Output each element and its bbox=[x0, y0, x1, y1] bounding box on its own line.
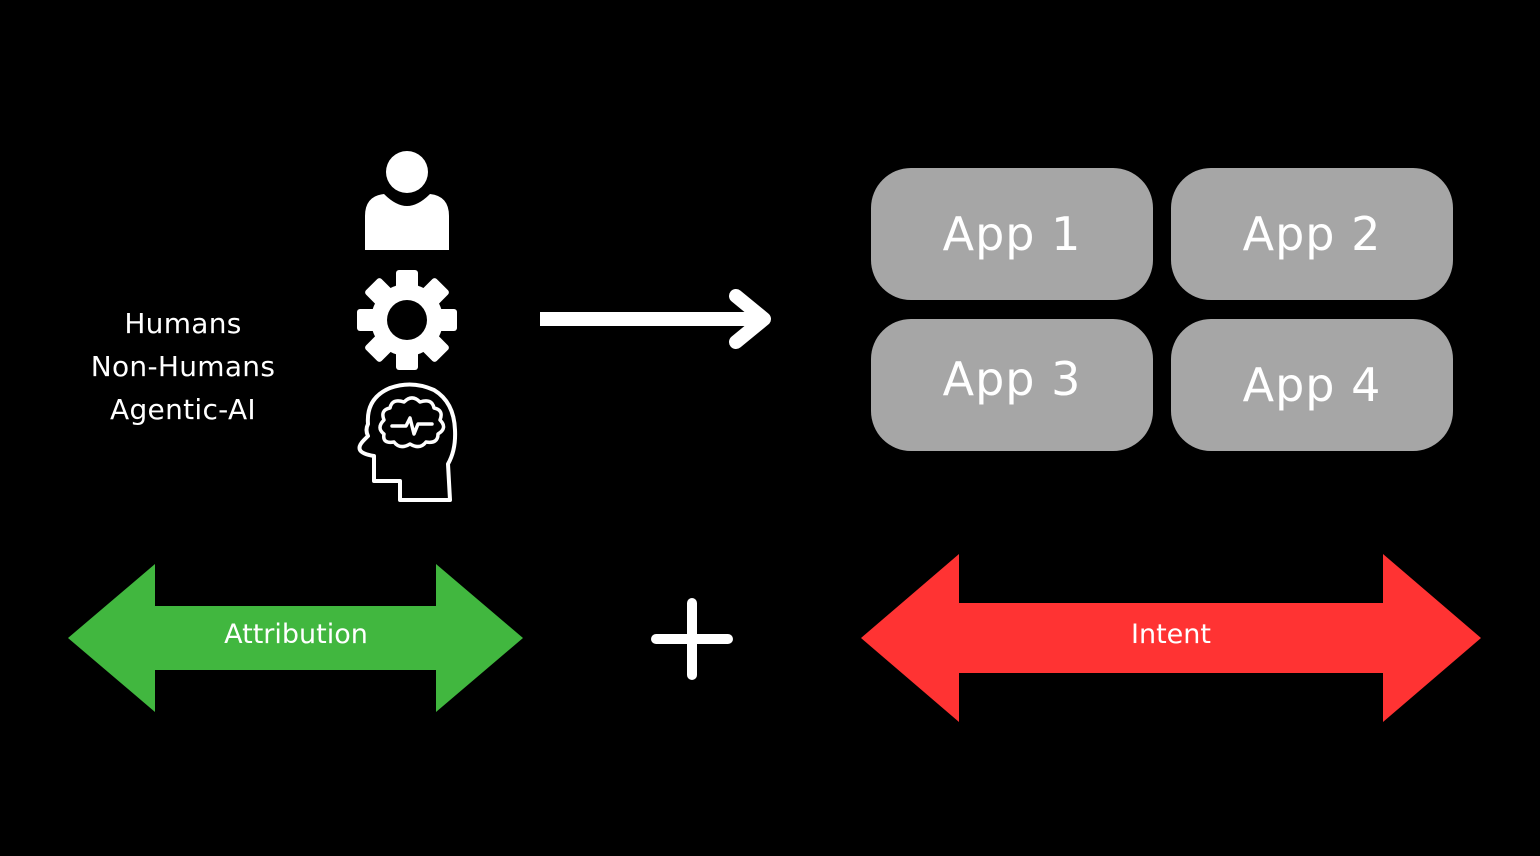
gear-icon bbox=[357, 270, 457, 370]
intent-label: Intent bbox=[1131, 619, 1211, 650]
app-box-2: App 2 bbox=[1171, 168, 1453, 300]
app-label: App 2 bbox=[1242, 207, 1382, 261]
app-box-3: App 3 bbox=[871, 319, 1153, 451]
right-arrow-icon bbox=[540, 289, 771, 349]
user-icon bbox=[365, 151, 449, 250]
actors-label-group: Humans Non-Humans Agentic-AI bbox=[70, 302, 296, 431]
app-box-1: App 1 bbox=[871, 168, 1153, 300]
app-box-4: App 4 bbox=[1171, 319, 1453, 451]
attribution-label: Attribution bbox=[224, 619, 368, 650]
app-label: App 1 bbox=[942, 207, 1082, 261]
plus-icon bbox=[651, 598, 733, 680]
app-label: App 3 bbox=[942, 352, 1082, 406]
attribution-double-arrow bbox=[68, 564, 523, 712]
ai-head-brain-icon bbox=[357, 382, 458, 502]
intent-double-arrow bbox=[861, 554, 1481, 722]
actor-label-humans: Humans bbox=[124, 307, 242, 340]
actor-label-non-humans: Non-Humans bbox=[90, 350, 276, 383]
actor-label-agentic-ai: Agentic-AI bbox=[110, 393, 256, 426]
app-label: App 4 bbox=[1242, 358, 1382, 412]
